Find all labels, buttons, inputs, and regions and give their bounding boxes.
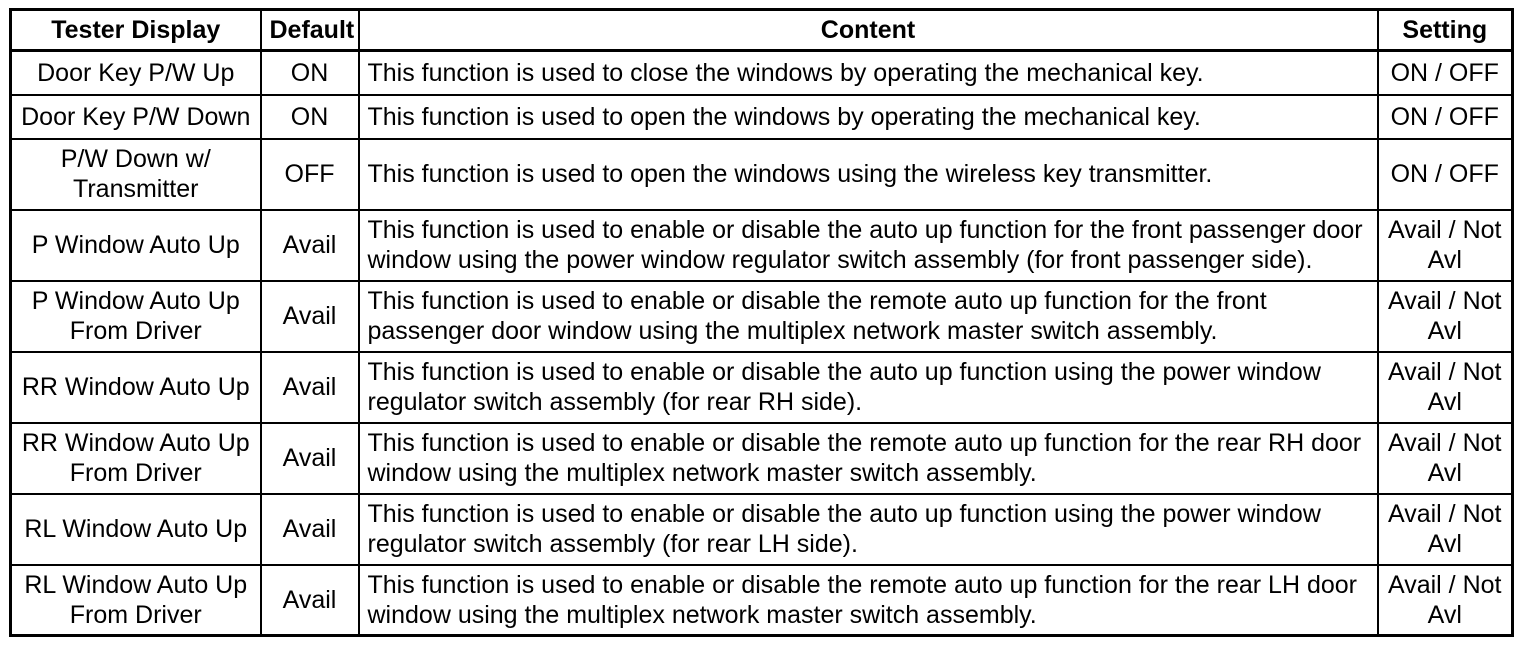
cell-setting: Avail / Not Avl (1376, 563, 1514, 637)
cell-setting: ON / OFF (1376, 93, 1514, 140)
cell-setting: Avail / Not Avl (1376, 492, 1514, 566)
cell-tester-display: Door Key P/W Down (9, 93, 262, 140)
header-row: Tester Display Default Content Setting (9, 8, 1514, 52)
cell-default: Avail (259, 421, 360, 495)
cell-setting: Avail / Not Avl (1376, 279, 1514, 353)
cell-tester-display: RL Window Auto Up From Driver (9, 563, 262, 637)
cell-default: Avail (259, 492, 360, 566)
cell-tester-display: P/W Down w/ Transmitter (9, 137, 262, 211)
cell-setting: Avail / Not Avl (1376, 421, 1514, 495)
cell-tester-display: Door Key P/W Up (9, 49, 262, 96)
cell-default: Avail (259, 279, 360, 353)
cell-content: This function is used to open the window… (357, 137, 1379, 211)
power-window-settings-table: Tester Display Default Content Setting D… (9, 8, 1514, 637)
cell-setting: Avail / Not Avl (1376, 350, 1514, 424)
column-header-tester-display: Tester Display (9, 8, 262, 52)
cell-tester-display: RR Window Auto Up From Driver (9, 421, 262, 495)
column-header-setting: Setting (1376, 8, 1514, 52)
cell-default: Avail (259, 563, 360, 637)
cell-setting: ON / OFF (1376, 49, 1514, 96)
cell-content: This function is used to enable or disab… (357, 421, 1379, 495)
cell-default: ON (259, 93, 360, 140)
cell-default: ON (259, 49, 360, 96)
cell-setting: Avail / Not Avl (1376, 208, 1514, 282)
cell-content: This function is used to enable or disab… (357, 350, 1379, 424)
cell-content: This function is used to enable or disab… (357, 279, 1379, 353)
cell-tester-display: P Window Auto Up (9, 208, 262, 282)
cell-content: This function is used to close the windo… (357, 49, 1379, 96)
column-header-default: Default (259, 8, 360, 52)
cell-default: OFF (259, 137, 360, 211)
cell-tester-display: RR Window Auto Up (9, 350, 262, 424)
cell-tester-display: RL Window Auto Up (9, 492, 262, 566)
cell-default: Avail (259, 350, 360, 424)
cell-content: This function is used to open the window… (357, 93, 1379, 140)
column-header-content: Content (357, 8, 1379, 52)
cell-content: This function is used to enable or disab… (357, 208, 1379, 282)
cell-tester-display: P Window Auto Up From Driver (9, 279, 262, 353)
cell-setting: ON / OFF (1376, 137, 1514, 211)
cell-content: This function is used to enable or disab… (357, 563, 1379, 637)
cell-content: This function is used to enable or disab… (357, 492, 1379, 566)
cell-default: Avail (259, 208, 360, 282)
